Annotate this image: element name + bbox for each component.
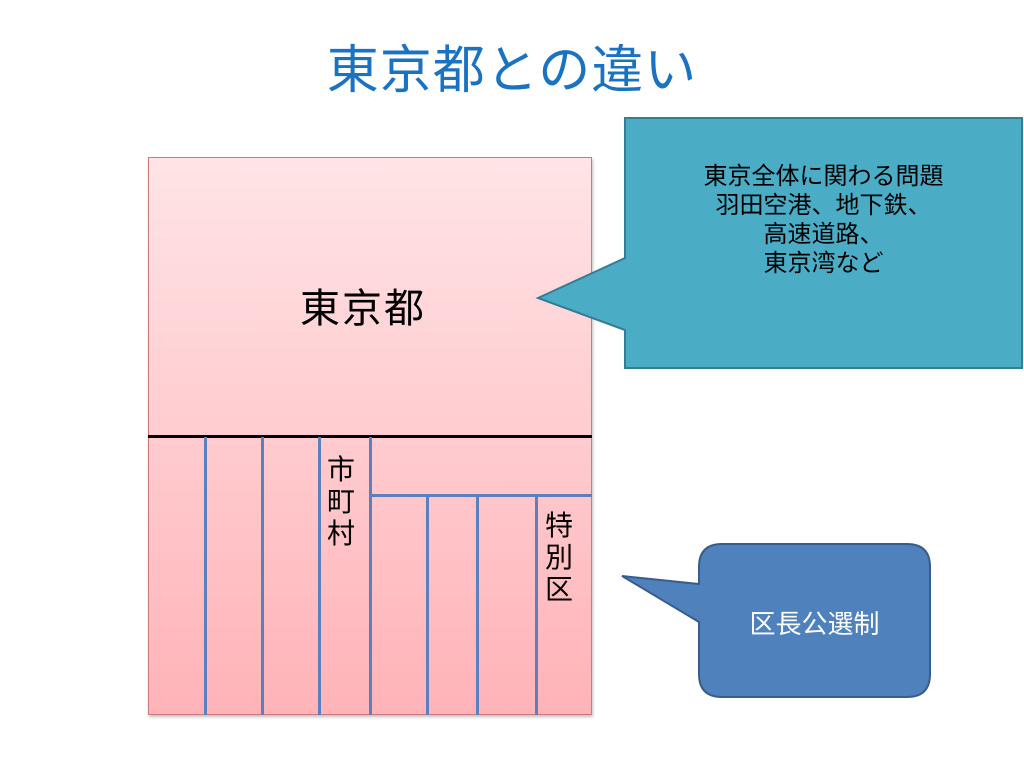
- page-title: 東京都との違い: [326, 41, 698, 101]
- vertical-char: 村: [326, 517, 355, 550]
- callout-line: 東京湾など: [763, 249, 884, 277]
- callout-top-text: 東京全体に関わる問題 羽田空港、地下鉄、 高速道路、 東京湾など: [625, 162, 1022, 278]
- callout-line: 東京全体に関わる問題: [703, 162, 944, 190]
- vertical-char: 別: [544, 541, 573, 574]
- vertical-char: 市: [326, 453, 355, 486]
- special-ward-label: 特別区: [542, 510, 576, 606]
- division-line: [204, 437, 207, 715]
- special-ward-divider: [370, 494, 592, 497]
- vertical-char: 町: [326, 485, 355, 518]
- division-line: [369, 437, 372, 715]
- callout-line: 高速道路、: [763, 220, 884, 248]
- tokyo-label: 東京都: [300, 286, 426, 332]
- callout-bottom-text: 区長公選制: [749, 610, 880, 640]
- division-line: [318, 437, 321, 715]
- division-line: [535, 496, 538, 715]
- callout-top-shape: [535, 117, 1023, 369]
- division-line: [426, 496, 429, 715]
- vertical-char: 特: [544, 509, 573, 542]
- vertical-char: 区: [544, 573, 573, 606]
- callout-line: 羽田空港、地下鉄、: [715, 191, 932, 219]
- metro-municipal-divider: [148, 435, 592, 438]
- division-line: [261, 437, 264, 715]
- callout-bottom-shape: [621, 543, 931, 698]
- division-line: [476, 496, 479, 715]
- municipality-label: 市町村: [324, 454, 358, 550]
